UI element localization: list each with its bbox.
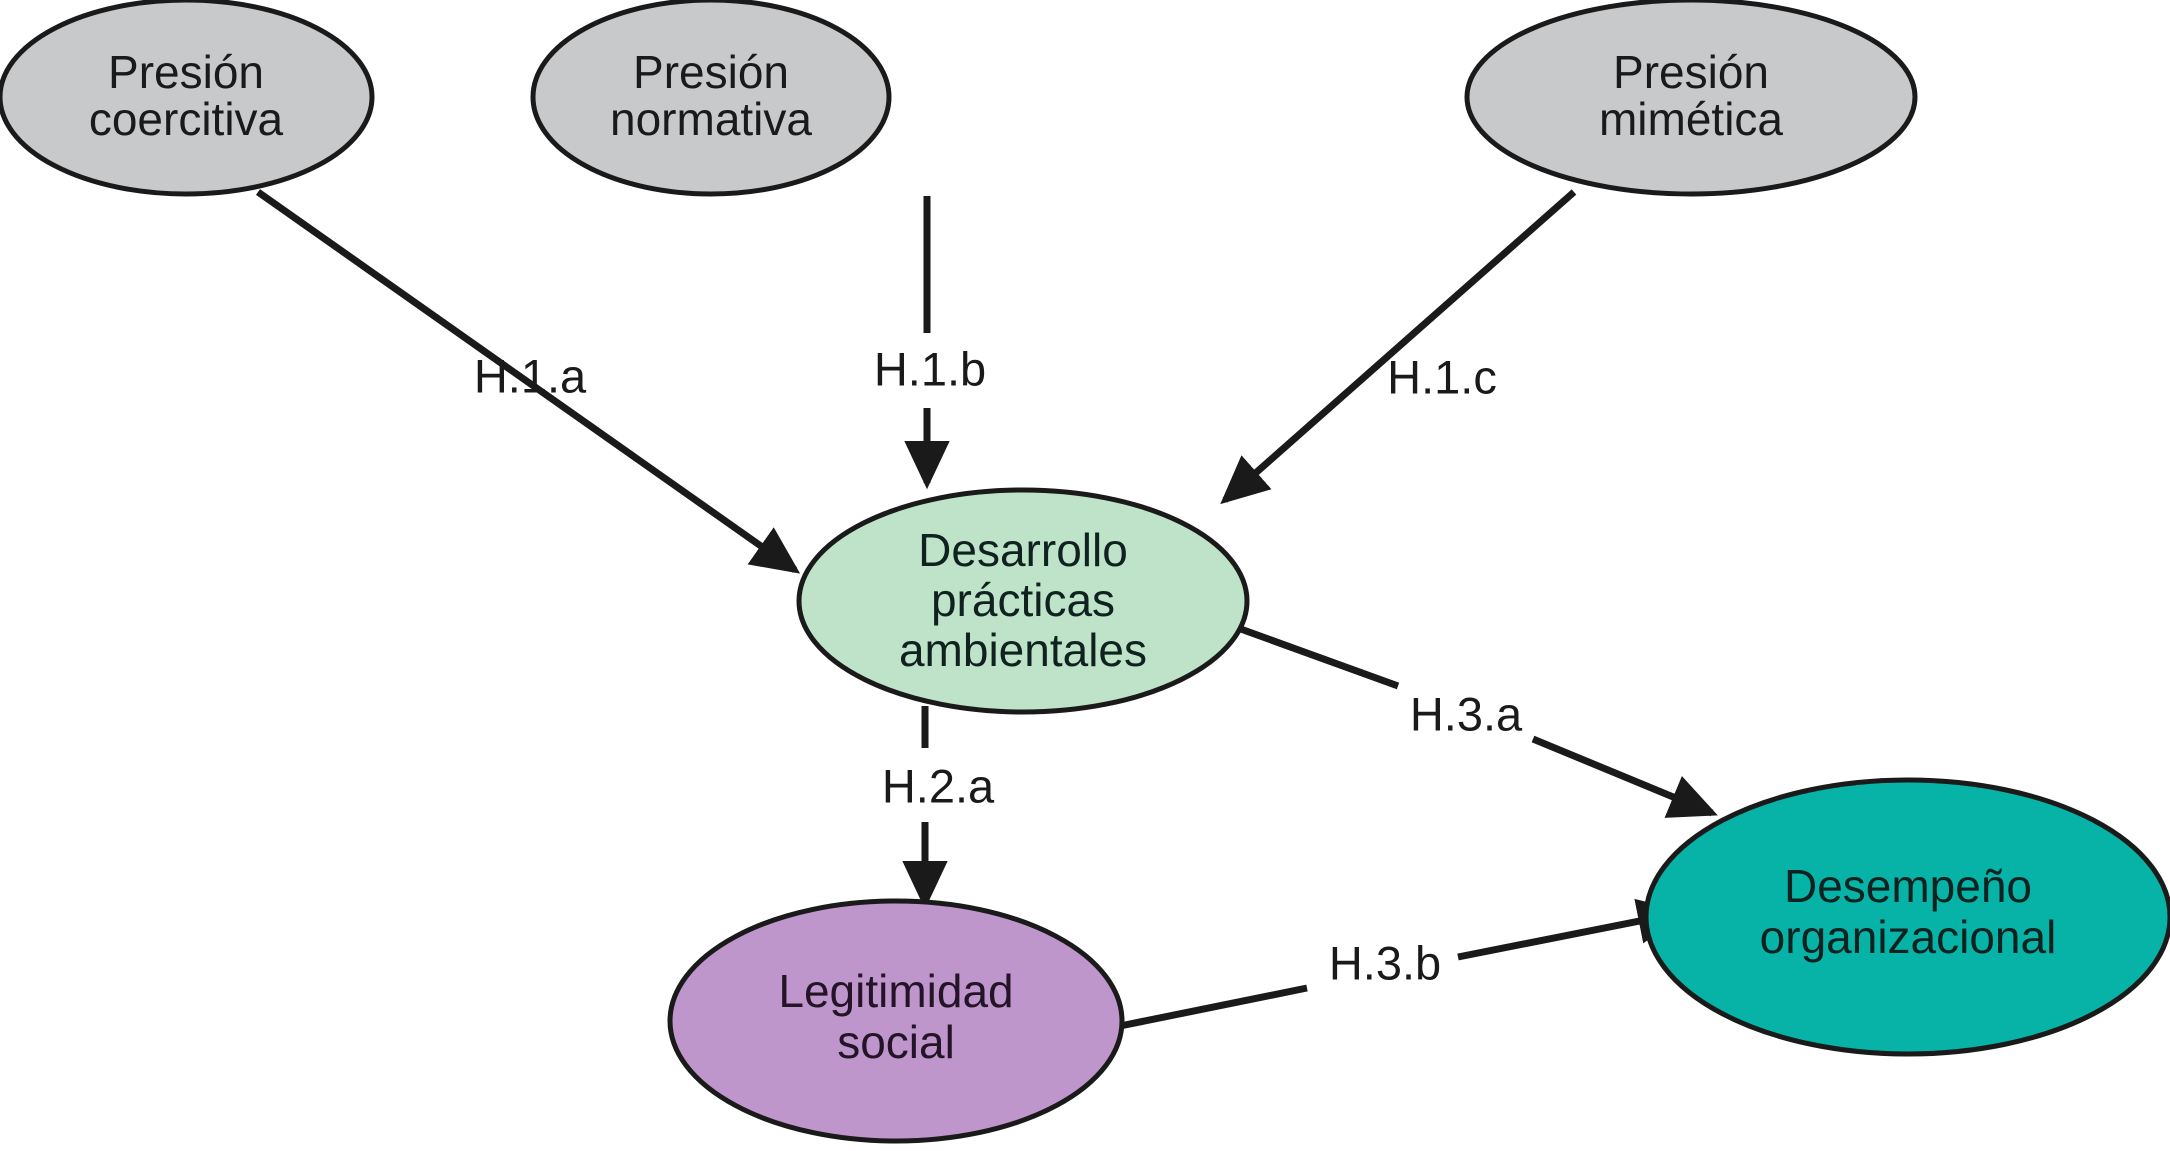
node-desempeno-organizacional-line2: organizacional xyxy=(1760,911,2057,963)
edge-h1a-line xyxy=(255,189,801,574)
edge-h1b-label: H.1.b xyxy=(874,342,986,395)
node-desarrollo-practicas-ambientales-shape[interactable] xyxy=(796,487,1250,715)
edge-h3a-line xyxy=(1236,624,1400,690)
node-presion-normativa-line1: Presión xyxy=(633,46,789,98)
node-presion-coercitiva-line2: coercitiva xyxy=(89,93,284,145)
edge-h2a-label: H.2.a xyxy=(882,759,995,812)
edge-h1a-label: H.1.a xyxy=(474,349,587,402)
node-presion-mimetica-shape[interactable] xyxy=(1464,0,1918,197)
edge-h1a: H.1.a xyxy=(255,189,801,574)
node-presion-normativa-shape[interactable] xyxy=(530,0,892,197)
node-presion-coercitiva[interactable]: Presión coercitiva xyxy=(0,0,375,197)
node-legitimidad-social-line2: social xyxy=(837,1016,955,1068)
edge-h3b-line-upper xyxy=(1457,898,1687,961)
node-desarrollo-line2: prácticas xyxy=(931,574,1115,626)
node-desempeno-organizacional-shape[interactable] xyxy=(1643,777,2170,1057)
edge-h1c-line xyxy=(1220,189,1577,505)
node-presion-coercitiva-shape[interactable] xyxy=(0,0,375,197)
node-legitimidad-social[interactable]: Legitimidad social xyxy=(667,898,1125,1144)
node-desarrollo-line3: ambientales xyxy=(899,624,1147,676)
edge-h1c-label: H.1.c xyxy=(1387,350,1497,403)
node-desempeno-organizacional-line1: Desempeño xyxy=(1784,860,2032,912)
node-presion-coercitiva-line1: Presión xyxy=(108,46,264,98)
edge-h3a-line-lower xyxy=(1531,735,1718,818)
edge-h3a-label: H.3.a xyxy=(1410,687,1523,740)
node-presion-mimetica-line1: Presión xyxy=(1613,46,1769,98)
node-desempeno-organizacional[interactable]: Desempeño organizacional xyxy=(1643,777,2170,1057)
node-presion-mimetica[interactable]: Presión mimética xyxy=(1464,0,1918,197)
node-legitimidad-social-shape[interactable] xyxy=(667,898,1125,1144)
node-presion-normativa[interactable]: Presión normativa xyxy=(530,0,892,197)
node-legitimidad-social-line1: Legitimidad xyxy=(778,965,1013,1017)
edge-h3b-label: H.3.b xyxy=(1329,936,1441,989)
node-desarrollo-line1: Desarrollo xyxy=(918,524,1128,576)
edge-h1c: H.1.c xyxy=(1220,189,1577,505)
edge-h1b: H.1.b xyxy=(874,196,986,490)
node-presion-normativa-line2: normativa xyxy=(610,93,812,145)
node-presion-mimetica-line2: mimética xyxy=(1599,93,1783,145)
edge-h3b-line xyxy=(1119,984,1308,1030)
edge-h3a: H.3.a xyxy=(1236,624,1718,818)
edge-h2a: H.2.a xyxy=(882,706,995,910)
edge-h3b: H.3.b xyxy=(1119,898,1687,1030)
node-desarrollo-practicas-ambientales[interactable]: Desarrollo prácticas ambientales xyxy=(796,487,1250,715)
